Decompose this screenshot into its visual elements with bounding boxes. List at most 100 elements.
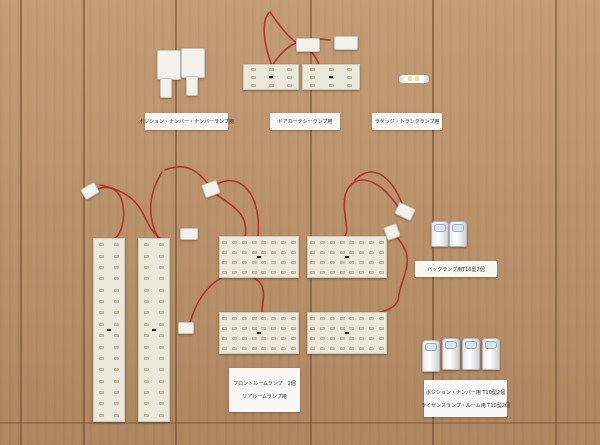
led-chip — [222, 240, 228, 244]
led-chip — [339, 270, 345, 274]
led-chip — [144, 379, 149, 383]
resistor — [152, 329, 156, 331]
led-chip — [349, 346, 355, 350]
room-lamp-board — [219, 312, 299, 354]
wedge-socket — [178, 322, 194, 334]
led-chip — [251, 270, 257, 274]
wedge-socket — [334, 36, 358, 50]
led-chip — [222, 270, 228, 274]
led-chip — [359, 260, 365, 264]
led-chip — [271, 346, 277, 350]
led-chip — [232, 336, 238, 340]
led-chip — [359, 326, 365, 330]
festoon-bulb — [398, 74, 430, 84]
label-luggage: ラゲッジ・トランクランプ用 — [372, 113, 442, 130]
led-chip — [329, 326, 335, 330]
label-text: ドアカーテシーランプ用 — [277, 119, 333, 125]
festoon-led — [408, 76, 412, 81]
led-chip — [320, 270, 326, 274]
led-chip — [290, 250, 296, 254]
led-chip — [114, 254, 119, 258]
led-chip — [144, 311, 149, 315]
led-chip — [114, 413, 119, 417]
led-chip — [378, 316, 384, 320]
led-chip — [290, 336, 296, 340]
led-chip — [114, 322, 119, 326]
led-chip — [144, 413, 149, 417]
led-chip — [241, 250, 247, 254]
led-chip — [144, 322, 149, 326]
led-chip — [251, 250, 257, 254]
led-chip — [99, 322, 104, 326]
led-chip — [349, 316, 355, 320]
led-chip — [320, 346, 326, 350]
led-chip — [310, 240, 316, 244]
led-chip — [159, 413, 164, 417]
led-chip — [368, 270, 374, 274]
led-chip — [271, 250, 277, 254]
led-chip — [290, 346, 296, 350]
t10-bulb — [181, 48, 205, 78]
led-chip — [250, 75, 256, 79]
led-chip — [329, 240, 335, 244]
room-lamp-long-board — [138, 238, 170, 422]
bulb-base — [186, 76, 198, 96]
led-chip — [99, 391, 104, 395]
led-chip — [232, 316, 238, 320]
led-chip — [222, 336, 228, 340]
led-chip — [328, 83, 334, 87]
led-chip — [159, 402, 164, 406]
floor-seam — [555, 0, 557, 445]
t10-bulb — [442, 338, 460, 370]
resistor — [345, 256, 349, 258]
led-chip — [290, 316, 296, 320]
led-chip — [368, 260, 374, 264]
led-chip — [232, 270, 238, 274]
led-chip — [144, 334, 149, 338]
led-chip — [280, 240, 286, 244]
led-chip — [359, 336, 365, 340]
led-chip — [159, 334, 164, 338]
led-chip — [328, 67, 334, 71]
wedge-socket — [180, 228, 198, 240]
led-chip — [114, 277, 119, 281]
led-chip — [347, 75, 353, 79]
led-chip — [280, 316, 286, 320]
led-chip — [261, 260, 267, 264]
led-chip — [320, 250, 326, 254]
led-chip — [99, 368, 104, 372]
led-chip — [251, 260, 257, 264]
led-chip — [114, 402, 119, 406]
label-text: ポジション・ナンバー・ナンバーランプ用 — [139, 119, 234, 125]
led-chip — [261, 336, 267, 340]
led-chip — [99, 277, 104, 281]
led-chip — [378, 346, 384, 350]
led-chip — [271, 316, 277, 320]
led-chip — [290, 240, 296, 244]
label-position-number: ポジション・ナンバー・ナンバーランプ用 — [139, 113, 234, 130]
led-chip — [349, 250, 355, 254]
led-chip — [144, 254, 149, 258]
led-chip — [159, 277, 164, 281]
led-chip — [286, 83, 292, 87]
led-chip — [222, 250, 228, 254]
led-chip — [280, 326, 286, 330]
led-chip — [159, 254, 164, 258]
led-chip — [144, 345, 149, 349]
led-chip — [320, 336, 326, 340]
t10-bulb — [462, 338, 480, 370]
led-chip — [114, 334, 119, 338]
led-chip — [359, 240, 365, 244]
led-chip — [250, 67, 256, 71]
led-chip — [368, 346, 374, 350]
led-chip — [114, 345, 119, 349]
led-chip — [159, 345, 164, 349]
led-chip — [286, 75, 292, 79]
led-chip — [359, 250, 365, 254]
led-chip — [144, 368, 149, 372]
led-chip — [251, 326, 257, 330]
led-chip — [310, 316, 316, 320]
room-lamp-long-board — [93, 238, 125, 422]
